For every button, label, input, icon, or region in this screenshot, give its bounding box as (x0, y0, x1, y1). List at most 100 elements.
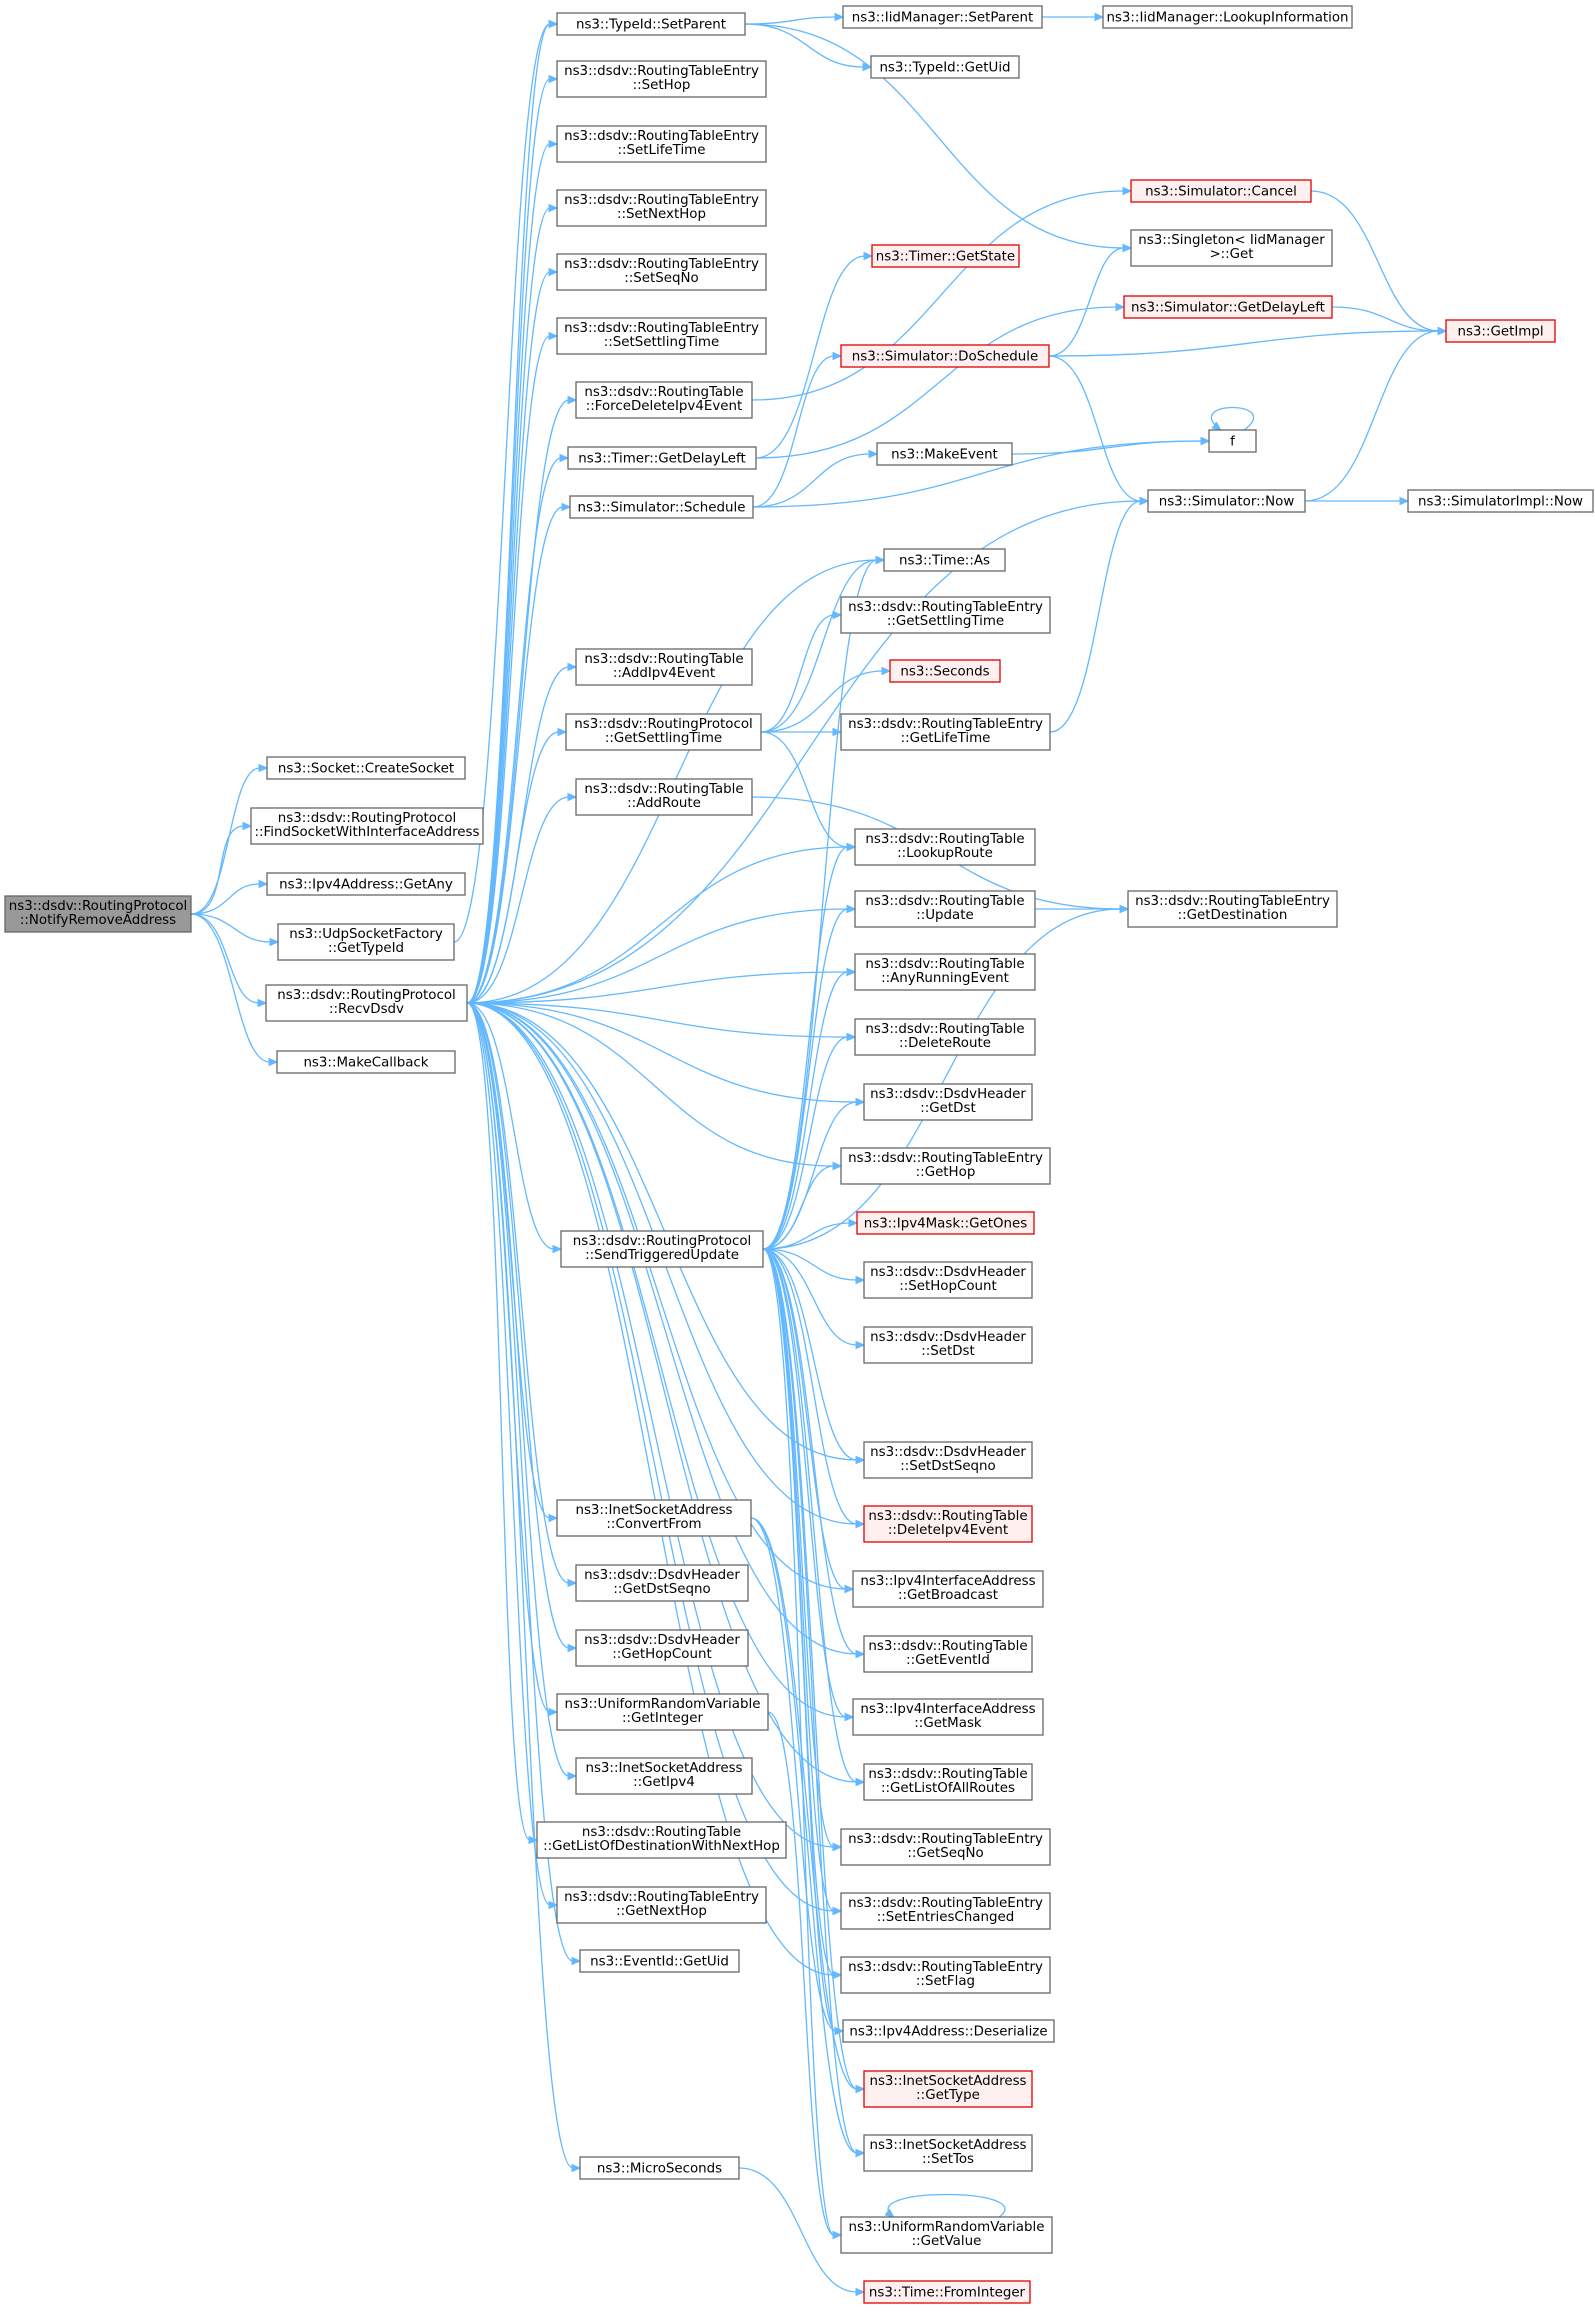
node-box[interactable] (863, 1505, 1033, 1543)
node-setflag[interactable]: ns3::dsdv::RoutingTableEntry::SetFlag (840, 1956, 1051, 1994)
node-box[interactable] (250, 807, 484, 845)
node-f[interactable]: f (1208, 429, 1257, 453)
node-box[interactable] (863, 1763, 1033, 1801)
node-getones[interactable]: ns3::Ipv4Mask::GetOnes (856, 1211, 1035, 1235)
node-box[interactable] (840, 713, 1051, 751)
node-box[interactable] (1147, 489, 1306, 513)
node-box[interactable] (889, 659, 1001, 683)
node-udpgettypeid[interactable]: ns3::UdpSocketFactory::GetTypeId (277, 923, 455, 961)
node-frominteger[interactable]: ns3::Time::FromInteger (863, 2280, 1031, 2304)
node-getipv4[interactable]: ns3::InetSocketAddress::GetIpv4 (575, 1757, 753, 1795)
node-forcedelete[interactable]: ns3::dsdv::RoutingTable::ForceDeleteIpv4… (575, 381, 753, 419)
node-box[interactable] (536, 1821, 787, 1859)
node-box[interactable] (840, 2216, 1053, 2254)
node-getseqno[interactable]: ns3::dsdv::RoutingTableEntry::GetSeqNo (840, 1828, 1051, 1866)
node-inetgettype[interactable]: ns3::InetSocketAddress::GetType (863, 2070, 1033, 2108)
node-setdstseqno[interactable]: ns3::dsdv::DsdvHeader::SetDstSeqno (863, 1441, 1033, 1479)
node-box[interactable] (1102, 5, 1353, 29)
node-box[interactable] (842, 5, 1043, 29)
node-box[interactable] (579, 1949, 740, 1973)
node-convertfrom[interactable]: ns3::InetSocketAddress::ConvertFrom (556, 1499, 752, 1537)
node-simnow[interactable]: ns3::Simulator::Now (1147, 489, 1306, 513)
node-box[interactable] (1130, 229, 1333, 267)
node-box[interactable] (575, 381, 753, 419)
node-simgetdelayleft[interactable]: ns3::Simulator::GetDelayLeft (1123, 295, 1333, 319)
node-box[interactable] (863, 1261, 1033, 1299)
node-box[interactable] (575, 1564, 749, 1602)
node-box[interactable] (560, 1230, 764, 1268)
node-box[interactable] (556, 189, 767, 227)
node-box[interactable] (856, 1211, 1035, 1235)
node-box[interactable] (883, 548, 1006, 572)
node-box[interactable] (565, 713, 762, 751)
node-doschedule[interactable]: ns3::Simulator::DoSchedule (840, 344, 1050, 368)
node-makecallback[interactable]: ns3::MakeCallback (276, 1050, 456, 1074)
node-addipv4event[interactable]: ns3::dsdv::RoutingTable::AddIpv4Event (575, 648, 753, 686)
node-box[interactable] (854, 953, 1036, 991)
node-update[interactable]: ns3::dsdv::RoutingTable::Update (854, 890, 1036, 928)
node-getlifetime[interactable]: ns3::dsdv::RoutingTableEntry::GetLifeTim… (840, 713, 1051, 751)
node-box[interactable] (876, 442, 1013, 466)
node-box[interactable] (863, 1441, 1033, 1479)
node-box[interactable] (852, 1570, 1044, 1608)
node-setparent[interactable]: ns3::TypeId::SetParent (556, 12, 746, 36)
node-box[interactable] (1130, 179, 1312, 203)
node-box[interactable] (863, 2280, 1031, 2304)
node-box[interactable] (840, 1828, 1051, 1866)
node-box[interactable] (266, 756, 466, 780)
node-box[interactable] (840, 1956, 1051, 1994)
node-setnexthop[interactable]: ns3::dsdv::RoutingTableEntry::SetNextHop (556, 189, 767, 227)
node-box[interactable] (852, 1698, 1044, 1736)
node-box[interactable] (854, 890, 1036, 928)
node-deserialize[interactable]: ns3::Ipv4Address::Deserialize (842, 2019, 1055, 2043)
node-timergetstate[interactable]: ns3::Timer::GetState (871, 244, 1020, 268)
node-box[interactable] (1208, 429, 1257, 453)
node-box[interactable] (854, 828, 1036, 866)
node-box[interactable] (276, 1050, 456, 1074)
node-box[interactable] (556, 1499, 752, 1537)
node-box[interactable] (575, 1629, 749, 1667)
node-getdestination[interactable]: ns3::dsdv::RoutingTableEntry::GetDestina… (1127, 890, 1338, 928)
node-sethopcount[interactable]: ns3::dsdv::DsdvHeader::SetHopCount (863, 1261, 1033, 1299)
node-box[interactable] (556, 317, 767, 355)
node-box[interactable] (556, 12, 746, 36)
node-box[interactable] (854, 1018, 1036, 1056)
node-box[interactable] (575, 778, 753, 816)
node-box[interactable] (870, 55, 1020, 79)
node-box[interactable] (556, 60, 767, 98)
node-box[interactable] (556, 253, 767, 291)
node-getbroadcast[interactable]: ns3::Ipv4InterfaceAddress::GetBroadcast (852, 1570, 1044, 1608)
node-schedule[interactable]: ns3::Simulator::Schedule (569, 495, 754, 519)
node-box[interactable] (840, 596, 1051, 634)
node-setentrieschanged[interactable]: ns3::dsdv::RoutingTableEntry::SetEntries… (840, 1892, 1051, 1930)
node-box[interactable] (863, 1635, 1033, 1673)
node-iidsetparent[interactable]: ns3::IidManager::SetParent (842, 5, 1043, 29)
node-gethop[interactable]: ns3::dsdv::RoutingTableEntry::GetHop (840, 1147, 1051, 1185)
node-box[interactable] (579, 2156, 740, 2180)
node-timeas[interactable]: ns3::Time::As (883, 548, 1006, 572)
node-settos[interactable]: ns3::InetSocketAddress::SetTos (863, 2134, 1033, 2172)
node-deleteipv4event[interactable]: ns3::dsdv::RoutingTable::DeleteIpv4Event (863, 1505, 1033, 1543)
node-box[interactable] (1407, 489, 1594, 513)
node-lookuproute[interactable]: ns3::dsdv::RoutingTable::LookupRoute (854, 828, 1036, 866)
node-box[interactable] (4, 895, 192, 933)
node-seconds[interactable]: ns3::Seconds (889, 659, 1001, 683)
node-rtegetsettling[interactable]: ns3::dsdv::RoutingTableEntry::GetSettlin… (840, 596, 1051, 634)
node-rpgetsettling[interactable]: ns3::dsdv::RoutingProtocol::GetSettlingT… (565, 713, 762, 751)
node-box[interactable] (277, 923, 455, 961)
node-recvdsdv[interactable]: ns3::dsdv::RoutingProtocol::RecvDsdv (265, 984, 468, 1022)
node-singletonget[interactable]: ns3::Singleton< IidManager>::Get (1130, 229, 1333, 267)
node-sethop[interactable]: ns3::dsdv::RoutingTableEntry::SetHop (556, 60, 767, 98)
node-implnow[interactable]: ns3::SimulatorImpl::Now (1407, 489, 1594, 513)
node-box[interactable] (863, 1083, 1033, 1121)
node-eventgetuid[interactable]: ns3::EventId::GetUid (579, 1949, 740, 1973)
node-getlistdest[interactable]: ns3::dsdv::RoutingTable::GetListOfDestin… (536, 1821, 787, 1859)
node-getnexthop[interactable]: ns3::dsdv::RoutingTableEntry::GetNextHop (556, 1886, 767, 1924)
node-getdstseqno[interactable]: ns3::dsdv::DsdvHeader::GetDstSeqno (575, 1564, 749, 1602)
node-timergetdelayleft[interactable]: ns3::Timer::GetDelayLeft (567, 446, 757, 470)
node-getdst[interactable]: ns3::dsdv::DsdvHeader::GetDst (863, 1083, 1033, 1121)
node-box[interactable] (266, 872, 466, 896)
node-box[interactable] (1445, 319, 1556, 343)
node-box[interactable] (556, 1886, 767, 1924)
node-box[interactable] (871, 244, 1020, 268)
